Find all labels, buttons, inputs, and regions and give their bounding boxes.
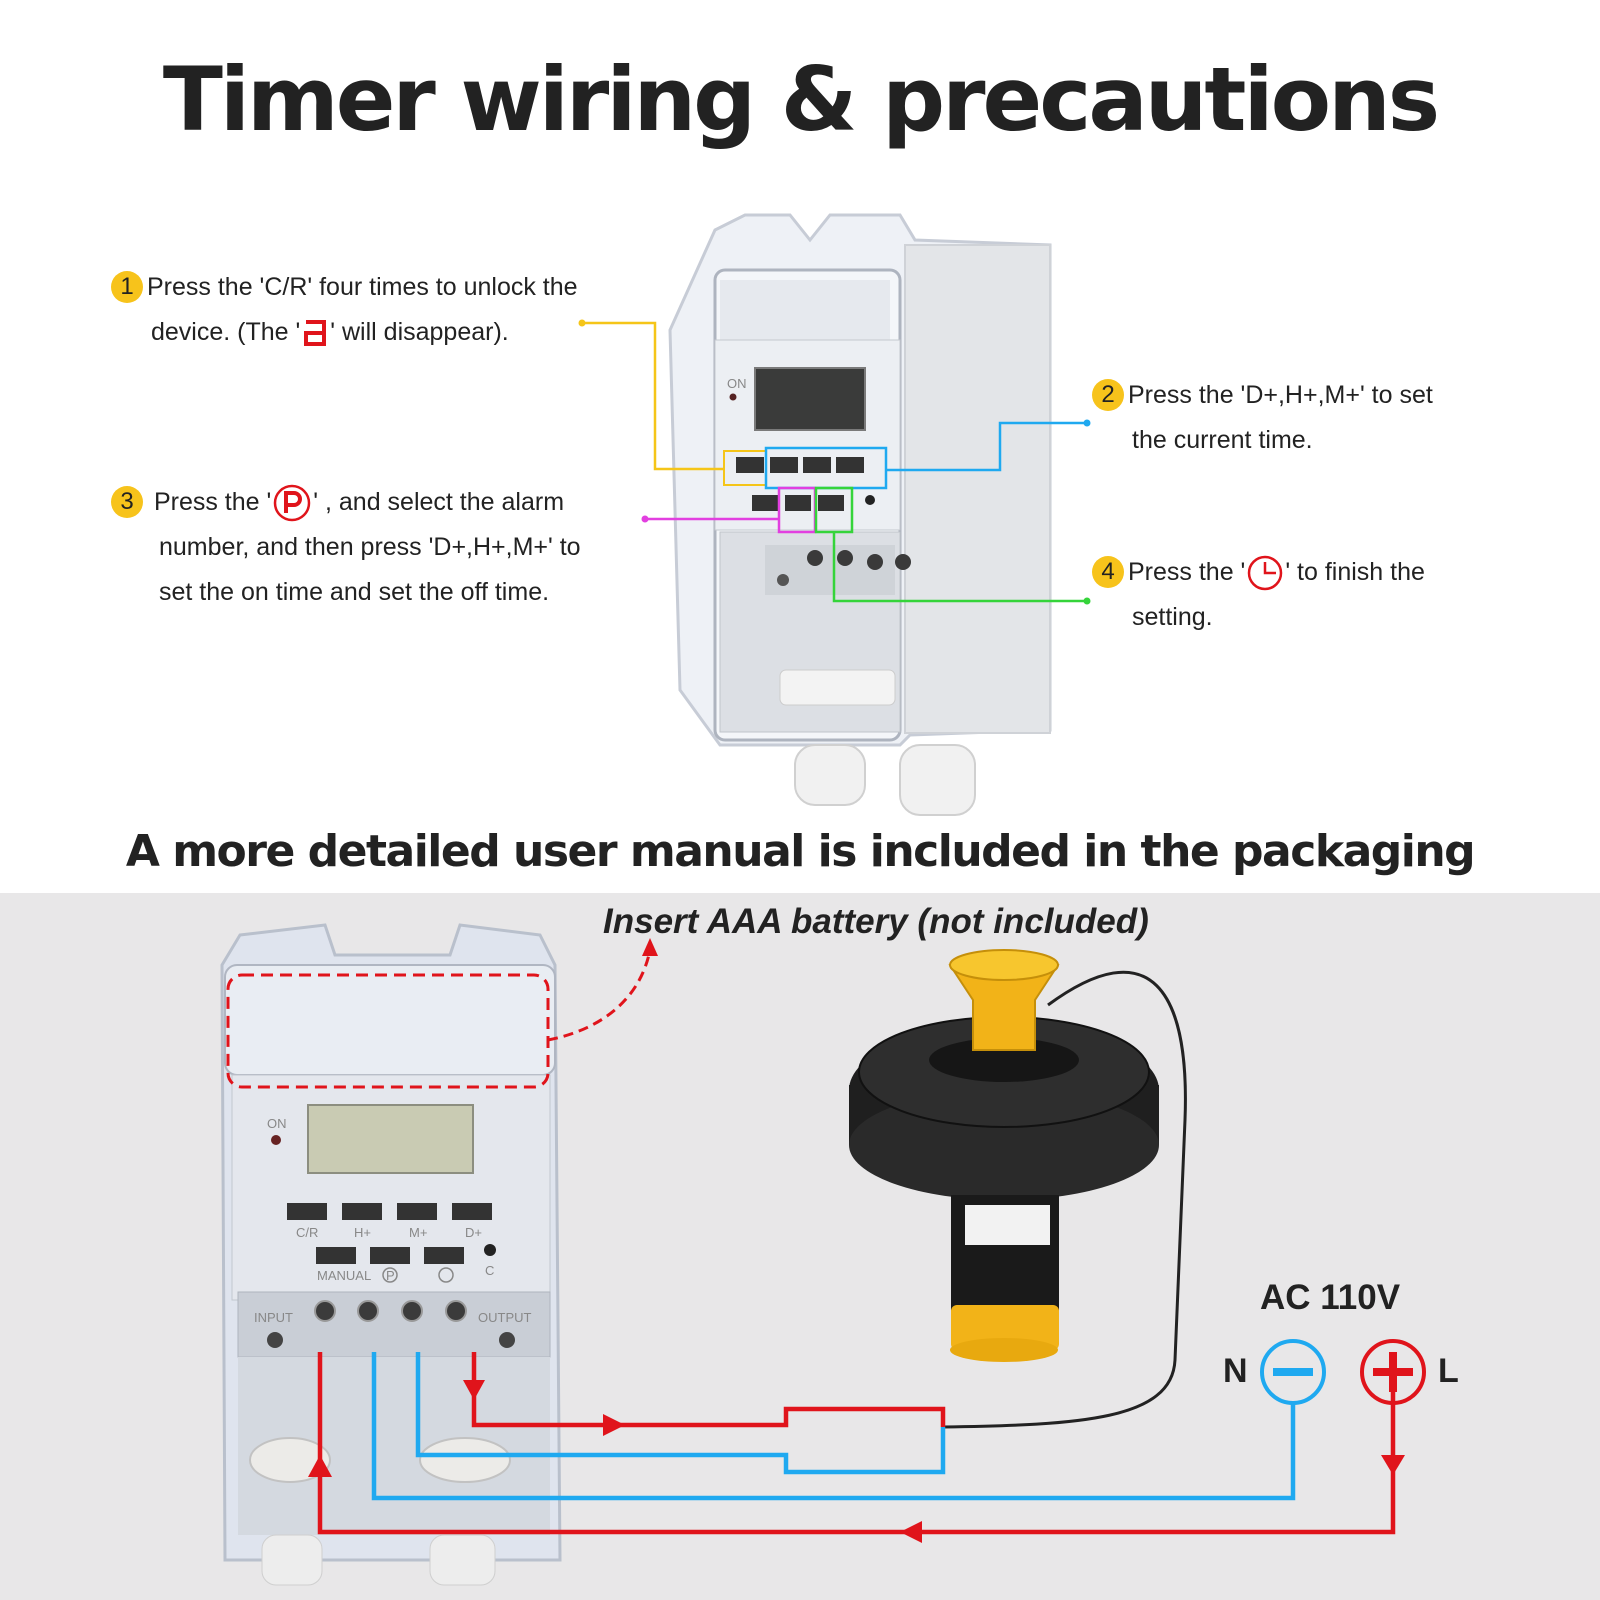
label-d: D+ (465, 1225, 482, 1240)
step-badge-1: 1 (111, 271, 143, 303)
lock-digit-icon (304, 320, 327, 347)
label-cr: C/R (296, 1225, 318, 1240)
program-p-icon (274, 485, 311, 522)
step-badge-4: 4 (1092, 556, 1124, 588)
button-m (803, 457, 831, 473)
step-1-line-2a: device. (The ' (151, 318, 301, 346)
lcd-display-bottom (307, 1104, 474, 1174)
label-h: H+ (354, 1225, 371, 1240)
arrow-to-load (603, 1414, 625, 1436)
live-label: L (1438, 1352, 1459, 1390)
label-c: C (485, 1263, 494, 1278)
button-clock (818, 495, 844, 511)
neutral-wire-load (415, 1352, 946, 1475)
on-label: ON (727, 376, 747, 391)
live-wire-load (471, 1352, 946, 1428)
input-label: INPUT (254, 1310, 293, 1325)
step-4-line-1b: ' to finish the (1285, 558, 1425, 586)
step-badge-2: 2 (1092, 379, 1124, 411)
pump-cable (942, 970, 1187, 1429)
step-4-line-1a: Press the ' (1128, 558, 1246, 586)
leader-line-1 (582, 321, 724, 471)
neutral-wire-supply (371, 1352, 1296, 1501)
label-m: M+ (409, 1225, 427, 1240)
step-3-line-1a: Press the ' (153, 488, 272, 516)
step-3: 3 Press the ' ' , and select the alarm nu… (111, 480, 581, 615)
step-badge-3: 3 (111, 486, 143, 518)
battery-note: Insert AAA battery (not included) (603, 902, 1149, 941)
step-4-line-2: setting. (1132, 603, 1213, 631)
step-2-line-2: the current time. (1132, 426, 1313, 454)
step-3-line-1b: ' , and select the alarm (313, 488, 565, 516)
label-manual: MANUAL (317, 1268, 371, 1283)
leader-line-2 (886, 421, 1087, 472)
step-1-line-2b: ' will disappear). (330, 318, 509, 346)
step-1-line-1: Press the 'C/R' four times to unlock the (147, 273, 578, 301)
lcd-display (754, 367, 866, 431)
arrow-input-up (308, 1455, 332, 1477)
manual-note-heading: A more detailed user manual is included … (125, 826, 1476, 877)
arrow-output-down (463, 1380, 485, 1400)
arrow-live-down (1381, 1455, 1405, 1475)
battery-arrow (547, 949, 652, 1042)
ac-voltage-label: AC 110V (1260, 1278, 1401, 1317)
clock-icon (1248, 556, 1283, 591)
leader-line-4 (832, 532, 1087, 603)
output-label: OUTPUT (478, 1310, 532, 1325)
page-title: Timer wiring & precautions (162, 48, 1440, 151)
button-d (836, 457, 864, 473)
label-p: P (386, 1268, 395, 1283)
step-3-line-3: set the on time and set the off time. (159, 578, 550, 606)
button-cr (736, 457, 764, 473)
timer-device-diagram: ON (578, 213, 1091, 816)
clock-button-icon (438, 1267, 454, 1283)
button-h (770, 457, 798, 473)
neutral-label: N (1223, 1352, 1248, 1390)
arrow-live-return (900, 1521, 922, 1543)
live-plus-icon (1360, 1339, 1426, 1405)
step-3-line-2: number, and then press 'D+,H+,M+' to (159, 533, 581, 561)
on-label-bottom: ON (267, 1116, 287, 1131)
step-2-line-1: Press the 'D+,H+,M+' to set (1128, 381, 1433, 409)
button-p (785, 495, 811, 511)
neutral-minus-icon (1260, 1339, 1326, 1405)
